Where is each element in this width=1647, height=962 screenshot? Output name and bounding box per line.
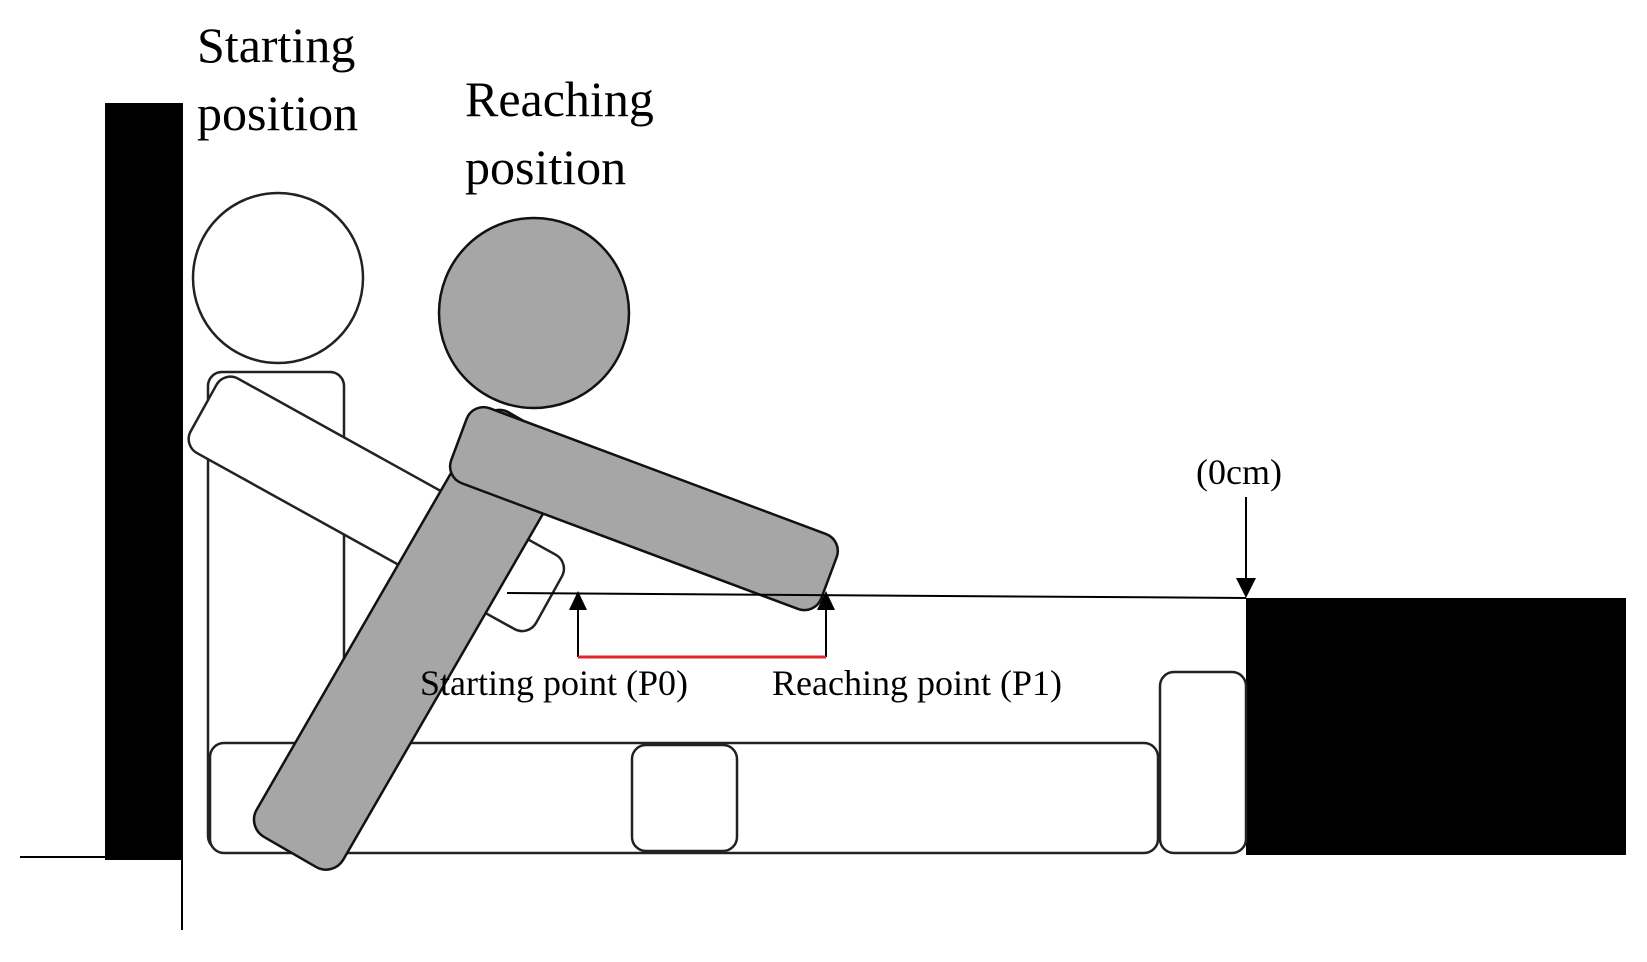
reaching-position-label-line1: Reaching bbox=[465, 71, 654, 127]
p1-arrowhead bbox=[817, 591, 835, 610]
reaching-head bbox=[437, 216, 631, 410]
starting-head bbox=[191, 191, 365, 365]
reaching-arm bbox=[448, 405, 840, 612]
reaching-point-label: Reaching point (P1) bbox=[772, 663, 1062, 703]
reaching-position-label-line2: position bbox=[465, 139, 626, 195]
knee bbox=[630, 743, 739, 853]
starting-point-label: Starting point (P0) bbox=[420, 663, 688, 703]
zero-mark-label: (0cm) bbox=[1196, 452, 1282, 492]
foot bbox=[1158, 670, 1248, 855]
starting-position-label-line2: position bbox=[197, 85, 358, 141]
zero-mark-arrowhead bbox=[1236, 578, 1256, 598]
starting-position-label-line1: Starting bbox=[197, 17, 355, 73]
reach-reference-line bbox=[506, 592, 1247, 599]
wall bbox=[105, 103, 183, 860]
target-block bbox=[1246, 598, 1626, 855]
p0-arrowhead bbox=[569, 591, 587, 610]
